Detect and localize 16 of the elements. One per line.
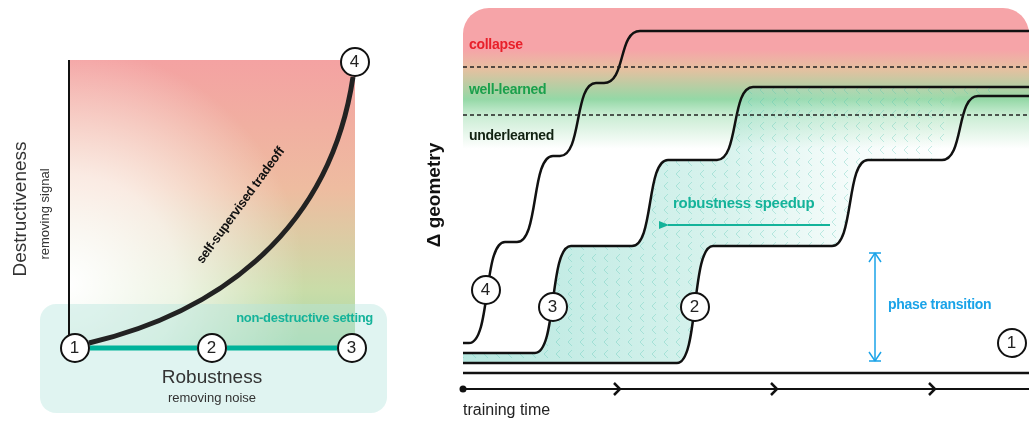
regime-label: underlearned	[469, 127, 555, 143]
axis-subtitle: removing noise	[167, 389, 257, 405]
axis-title: training time	[463, 401, 551, 419]
connector-line	[90, 345, 197, 351]
connector-line	[227, 345, 337, 351]
axis-title: Δ geometry	[423, 142, 445, 248]
regime-label: collapse	[469, 36, 523, 52]
arrow-label: robustness speedup	[673, 194, 815, 211]
axis-title: Robustness	[161, 366, 263, 388]
numbered-circle: 1	[59, 332, 90, 363]
setting-band	[40, 304, 387, 413]
numbered-circle: 4	[339, 46, 370, 77]
axis-title: Destructiveness	[9, 141, 31, 277]
band-title: non-destructive setting	[236, 310, 373, 325]
regime-label: well-learned	[469, 81, 547, 97]
axis-subtitle: removing signal	[36, 168, 52, 260]
